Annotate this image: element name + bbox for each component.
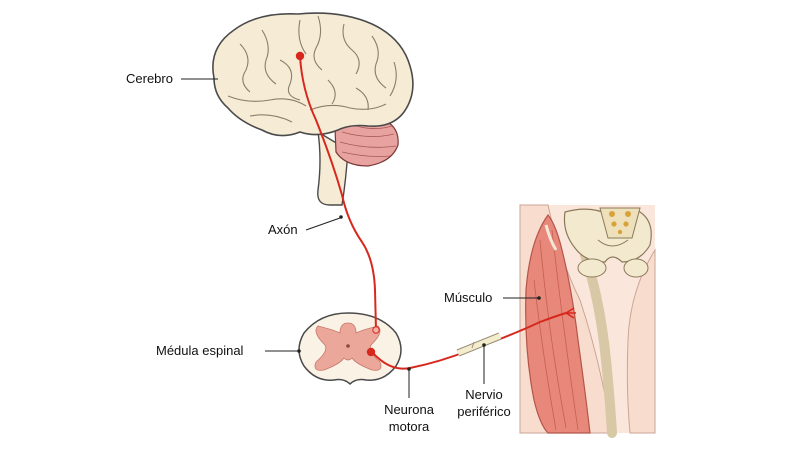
cerebellum-folia <box>339 123 397 157</box>
brain-sulci <box>227 15 397 123</box>
leader-dot <box>537 296 541 300</box>
muscle-tendon <box>544 224 558 251</box>
label-axon: Axón <box>268 215 343 237</box>
cerebrum <box>212 12 414 137</box>
neuromuscular-junction <box>565 307 576 319</box>
leader-line <box>305 217 341 231</box>
label-neurona-motora: Neurona motora <box>384 367 435 434</box>
label-text: Médula espinal <box>156 343 244 358</box>
muscle-fiber-line <box>551 229 579 431</box>
label-nervio-periferico: Nervio periférico <box>457 343 511 419</box>
label-cerebro: Cerebro <box>126 71 218 86</box>
leader-dot <box>339 215 343 219</box>
label-musculo: Músculo <box>444 290 541 305</box>
upper-motor-neuron-axon <box>299 55 377 331</box>
label-text: Axón <box>268 222 298 237</box>
brain-illustration <box>212 12 414 206</box>
sacrum <box>599 207 641 239</box>
nerve-pathway <box>295 51 576 370</box>
muscle-fiber-line <box>533 279 557 431</box>
label-text: Músculo <box>444 290 492 305</box>
motor-neuron-cell-body <box>366 347 376 357</box>
label-text-line2: periférico <box>457 404 510 419</box>
leg-illustration <box>519 204 656 438</box>
leader-dot <box>482 343 486 347</box>
label-text: Cerebro <box>126 71 173 86</box>
quadriceps-muscle <box>525 214 591 434</box>
femoral-head-right <box>623 258 649 278</box>
label-text-line2: motora <box>389 419 430 434</box>
spinal-cord-section <box>298 312 402 386</box>
pelvis-arch <box>597 239 629 247</box>
leader-dot <box>297 349 301 353</box>
femoral-head-left <box>577 258 607 278</box>
label-text-line1: Neurona <box>384 402 435 417</box>
upper-neuron-cell-body <box>295 51 305 61</box>
synapse-terminal <box>372 326 380 334</box>
leader-dot <box>407 367 411 371</box>
label-medula-espinal: Médula espinal <box>156 343 301 358</box>
sheath-node <box>471 341 475 349</box>
right-thigh <box>626 248 656 434</box>
label-text-line1: Nervio <box>465 387 503 402</box>
muscle-fiber-line <box>539 239 567 429</box>
peripheral-nerve-sheath-fill <box>456 333 502 356</box>
femur <box>580 250 617 438</box>
central-canal <box>346 344 350 348</box>
